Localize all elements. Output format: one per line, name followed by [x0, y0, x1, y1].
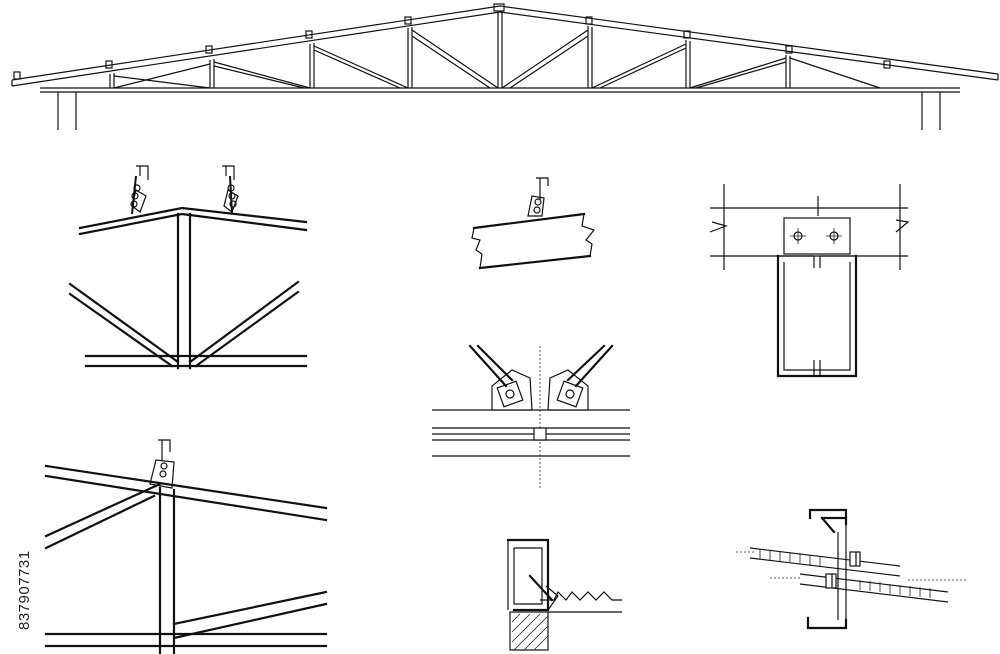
stock-id-text: 837907731 — [16, 550, 33, 630]
purlin-clip-icon — [222, 165, 239, 215]
apex-gusset-detail — [432, 344, 630, 490]
wall-plate-anchor-detail — [506, 538, 622, 651]
eave-connection-detail — [44, 439, 328, 654]
purlin-clip-icon — [130, 165, 149, 215]
stock-id-watermark: 837907731 — [14, 420, 36, 630]
z-purlin-bolted-lap-detail — [736, 508, 968, 630]
ridge-connection-detail — [68, 165, 308, 370]
beam-splice-section — [709, 184, 910, 378]
purlin-clip-detail — [471, 177, 596, 270]
roof-truss-elevation — [11, 3, 999, 130]
